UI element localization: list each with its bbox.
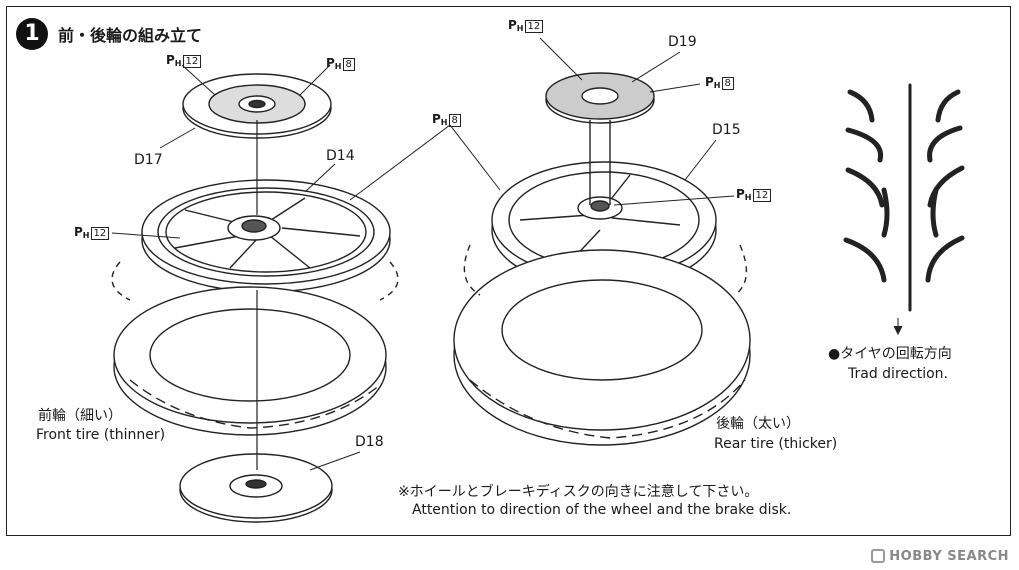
part-label-d19: D19 — [668, 34, 697, 50]
tread-direction-caption-jp: ●タイヤの回転方向 — [828, 346, 952, 362]
brake-disk-d18 — [179, 453, 333, 523]
step-title: 前・後輪の組み立て — [58, 26, 203, 45]
diagram-frame — [6, 6, 1011, 536]
front-wheel-d14 — [141, 179, 391, 293]
front-tire — [113, 286, 387, 436]
tread-direction-caption-en: Trad direction. — [848, 366, 948, 382]
watermark-logo-icon — [871, 549, 886, 563]
brake-disk-d19 — [545, 72, 655, 124]
rear-tire-caption-en: Rear tire (thicker) — [714, 436, 838, 452]
rear-tire-caption-jp: 後輪（太い） — [716, 416, 800, 432]
front-tire-caption-jp: 前輪（細い） — [38, 408, 122, 424]
attention-note-en: Attention to direction of the wheel and … — [412, 502, 792, 518]
part-label-d18: D18 — [355, 434, 384, 450]
rear-tire — [453, 249, 751, 446]
part-label-d14: D14 — [326, 148, 355, 164]
tread-pattern-icon — [843, 83, 965, 312]
front-tire-caption-en: Front tire (thinner) — [36, 427, 166, 443]
watermark: HOBBY SEARCH — [871, 549, 1009, 564]
part-label-d15: D15 — [712, 122, 741, 138]
step-number-badge: 1 — [16, 18, 48, 50]
attention-note-jp: ※ホイールとブレーキディスクの向きに注意して下さい。 — [398, 484, 759, 500]
part-label-d17: D17 — [134, 152, 163, 168]
brake-disk-d17 — [182, 73, 332, 139]
